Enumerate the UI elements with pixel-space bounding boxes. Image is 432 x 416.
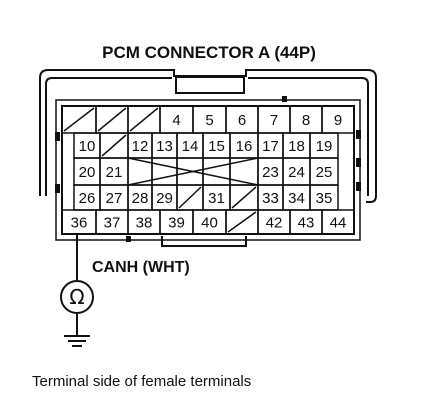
locking-tabs <box>55 96 361 242</box>
terminal-number: 34 <box>288 190 305 207</box>
empty-terminal-cell <box>202 157 231 186</box>
probe-wire <box>64 234 90 347</box>
terminal-cell: 36 <box>61 209 97 235</box>
probe-label: CANH (WHT) <box>92 259 190 276</box>
terminal-number: 40 <box>201 215 218 232</box>
terminal-number: 5 <box>205 112 213 129</box>
terminal-number: 44 <box>330 215 347 232</box>
empty-terminal-cell <box>61 105 97 134</box>
terminal-cell: 23 <box>257 157 284 186</box>
connector-outer-shell <box>39 69 377 203</box>
terminal-cell: 34 <box>282 184 311 211</box>
terminal-cell: 10 <box>73 132 101 159</box>
terminal-number: 33 <box>262 190 279 207</box>
terminal-cell: 17 <box>257 132 284 159</box>
terminal-cell: 21 <box>99 157 129 186</box>
terminal-number: 17 <box>262 138 279 155</box>
terminal-number: 36 <box>71 215 88 232</box>
terminal-cell: 38 <box>127 209 161 235</box>
empty-terminal-cell <box>176 184 204 211</box>
terminal-grid: 4 5 6 7 8 9 10 12 13 14 15 16 17 18 19 20 21 23 24 25 26 27 28… <box>61 105 355 235</box>
terminal-cell: 29 <box>151 184 178 211</box>
empty-terminal-cell <box>99 132 129 159</box>
terminal-number: 31 <box>208 190 225 207</box>
terminal-number: 29 <box>156 190 173 207</box>
empty-terminal-cell <box>95 105 129 134</box>
terminal-number: 4 <box>172 112 180 129</box>
terminal-number: 13 <box>156 138 173 155</box>
empty-terminal-cell <box>151 157 178 186</box>
terminal-number: 6 <box>238 112 246 129</box>
ohmmeter-icon <box>60 280 94 314</box>
terminal-cell: 28 <box>127 184 153 211</box>
terminal-number: 18 <box>288 138 305 155</box>
empty-terminal-cell <box>127 105 161 134</box>
terminal-number: 10 <box>79 138 96 155</box>
terminal-number: 9 <box>334 112 342 129</box>
terminal-cell: 8 <box>289 105 323 134</box>
terminal-cell: 4 <box>159 105 194 134</box>
terminal-number: 14 <box>182 138 199 155</box>
terminal-cell: 16 <box>229 132 259 159</box>
empty-terminal-cell <box>225 209 259 235</box>
terminal-cell: 26 <box>73 184 101 211</box>
terminal-cell: 13 <box>151 132 178 159</box>
terminal-number: 8 <box>302 112 310 129</box>
terminal-number: 43 <box>298 215 315 232</box>
terminal-number: 39 <box>168 215 185 232</box>
empty-terminal-cell <box>229 184 259 211</box>
terminal-cell: 40 <box>192 209 227 235</box>
terminal-number: 12 <box>132 138 149 155</box>
terminal-cell: 18 <box>282 132 311 159</box>
terminal-cell: 27 <box>99 184 129 211</box>
terminal-number: 27 <box>106 190 123 207</box>
terminal-cell: 20 <box>73 157 101 186</box>
terminal-cell: 24 <box>282 157 311 186</box>
terminal-number: 28 <box>132 190 149 207</box>
terminal-number: 35 <box>316 190 333 207</box>
connector-key <box>161 236 247 247</box>
diagram-title: PCM CONNECTOR A (44P) <box>102 43 316 62</box>
terminal-cell: 7 <box>257 105 291 134</box>
terminal-number: 25 <box>316 164 333 181</box>
terminal-cell: 35 <box>309 184 339 211</box>
terminal-number: 21 <box>106 164 123 181</box>
terminal-number: 37 <box>104 215 121 232</box>
diagram-caption: Terminal side of female terminals <box>32 373 251 390</box>
terminal-number: 24 <box>288 164 305 181</box>
terminal-number: 26 <box>79 190 96 207</box>
terminal-number: 42 <box>266 215 283 232</box>
terminal-number: 7 <box>270 112 278 129</box>
terminal-cell: 15 <box>202 132 231 159</box>
terminal-number: 15 <box>208 138 225 155</box>
unused-block-cross <box>127 157 259 186</box>
terminal-cell: 9 <box>321 105 355 134</box>
terminal-number: 20 <box>79 164 96 181</box>
ohm-symbol: Ω <box>69 285 84 309</box>
terminal-cell: 39 <box>159 209 194 235</box>
terminal-number: 23 <box>262 164 279 181</box>
terminal-cell: 6 <box>225 105 259 134</box>
terminal-cell: 5 <box>192 105 227 134</box>
terminal-cell: 42 <box>257 209 291 235</box>
empty-terminal-cell <box>229 157 259 186</box>
terminal-cell: 37 <box>95 209 129 235</box>
terminal-cell: 33 <box>257 184 284 211</box>
terminal-cell: 25 <box>309 157 339 186</box>
terminal-cell: 44 <box>321 209 355 235</box>
terminal-cell: 12 <box>127 132 153 159</box>
terminal-cell: 14 <box>176 132 204 159</box>
terminal-cell: 43 <box>289 209 323 235</box>
terminal-number: 38 <box>136 215 153 232</box>
terminal-cell: 19 <box>309 132 339 159</box>
terminal-cell: 31 <box>202 184 231 211</box>
terminal-number: 19 <box>316 138 333 155</box>
terminal-number: 16 <box>236 138 253 155</box>
